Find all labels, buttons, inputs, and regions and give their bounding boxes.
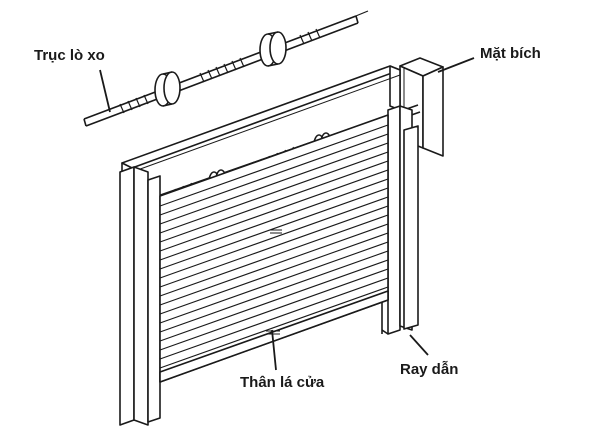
leader-curtain <box>271 329 277 371</box>
leader-flange <box>437 57 475 73</box>
label-spring-shaft: Trục lò xo <box>34 47 105 64</box>
label-curtain-body: Thân lá cửa <box>240 374 325 391</box>
left-column-drawing <box>119 166 161 426</box>
leader-guide-rail <box>409 334 429 356</box>
right-column-drawing <box>381 105 419 335</box>
leader-spring-shaft <box>99 69 111 113</box>
label-guide-rail: Ray dẫn <box>400 361 459 378</box>
label-flange: Mặt bích <box>480 45 541 62</box>
spring-shaft-drawing <box>83 10 369 127</box>
curtain-drawing <box>159 114 389 383</box>
leader-lines <box>99 57 475 371</box>
